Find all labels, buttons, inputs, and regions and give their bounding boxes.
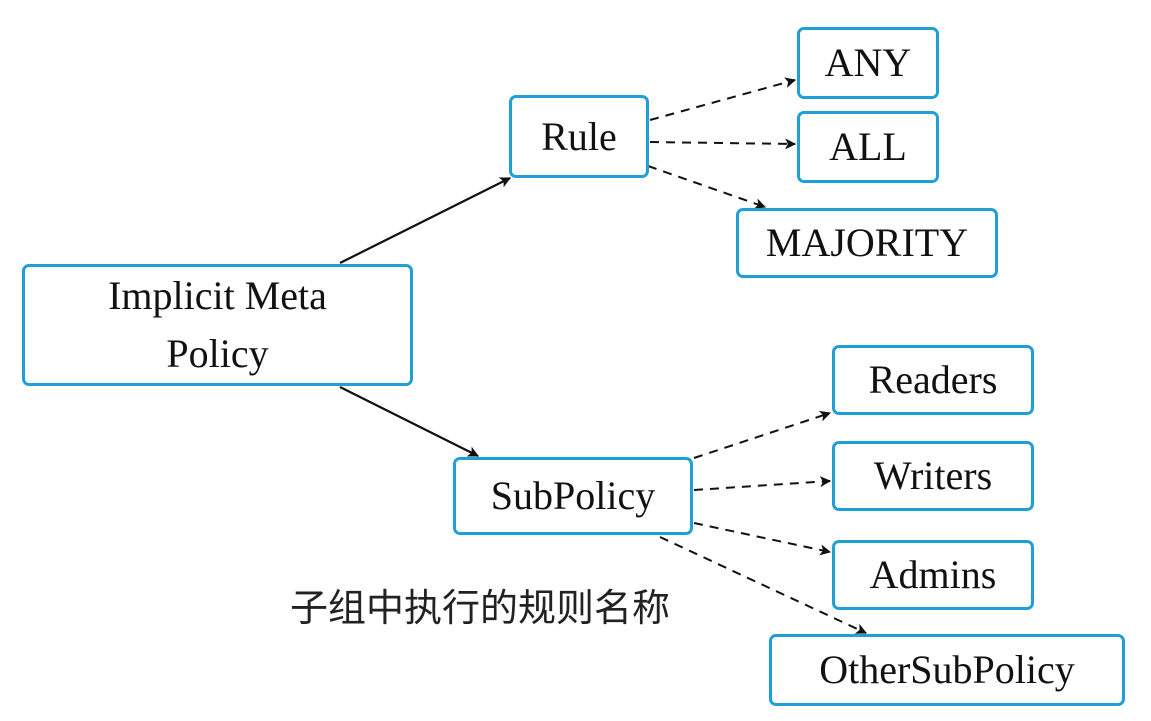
- edge-rule-to-any: [649, 77, 797, 121]
- any-node: ANY: [797, 27, 939, 99]
- majority-label: MAJORITY: [765, 220, 969, 265]
- subpolicy-node: SubPolicy: [453, 457, 693, 535]
- edge-root-to-subpolicy: [339, 386, 479, 457]
- admins-node: Admins: [832, 540, 1034, 610]
- edge-root-to-rule: [339, 177, 511, 264]
- all-node: ALL: [797, 111, 939, 183]
- rule-label: Rule: [541, 113, 617, 159]
- readers-node: Readers: [832, 345, 1034, 415]
- implicit-meta-policy-node: Implicit Meta Policy: [22, 264, 413, 386]
- edge-rule-to-majority: [647, 165, 767, 209]
- subpolicy-caption: 子组中执行的规则名称: [290, 586, 671, 630]
- writers-label: Writers: [873, 453, 993, 498]
- readers-label: Readers: [868, 357, 998, 402]
- admins-label: Admins: [869, 552, 997, 597]
- edge-subpolicy-to-readers: [693, 410, 832, 459]
- majority-node: MAJORITY: [736, 208, 998, 278]
- edge-rule-to-all: [649, 138, 797, 150]
- writers-node: Writers: [832, 441, 1034, 511]
- any-label: ANY: [824, 40, 912, 85]
- implicit-meta-policy-line1: Implicit Meta: [108, 273, 327, 318]
- all-label: ALL: [829, 124, 907, 169]
- other-subpolicy-label: OtherSubPolicy: [819, 647, 1075, 692]
- edge-subpolicy-to-admins: [693, 522, 832, 556]
- subpolicy-label: SubPolicy: [490, 473, 656, 518]
- rule-node: Rule: [509, 95, 649, 178]
- implicit-meta-policy-label: Implicit Meta Policy: [108, 267, 327, 383]
- edge-subpolicy-to-writers: [693, 476, 832, 491]
- implicit-meta-policy-line2: Policy: [166, 331, 269, 376]
- other-subpolicy-node: OtherSubPolicy: [769, 634, 1125, 706]
- edge-subpolicy-to-other: [659, 536, 867, 634]
